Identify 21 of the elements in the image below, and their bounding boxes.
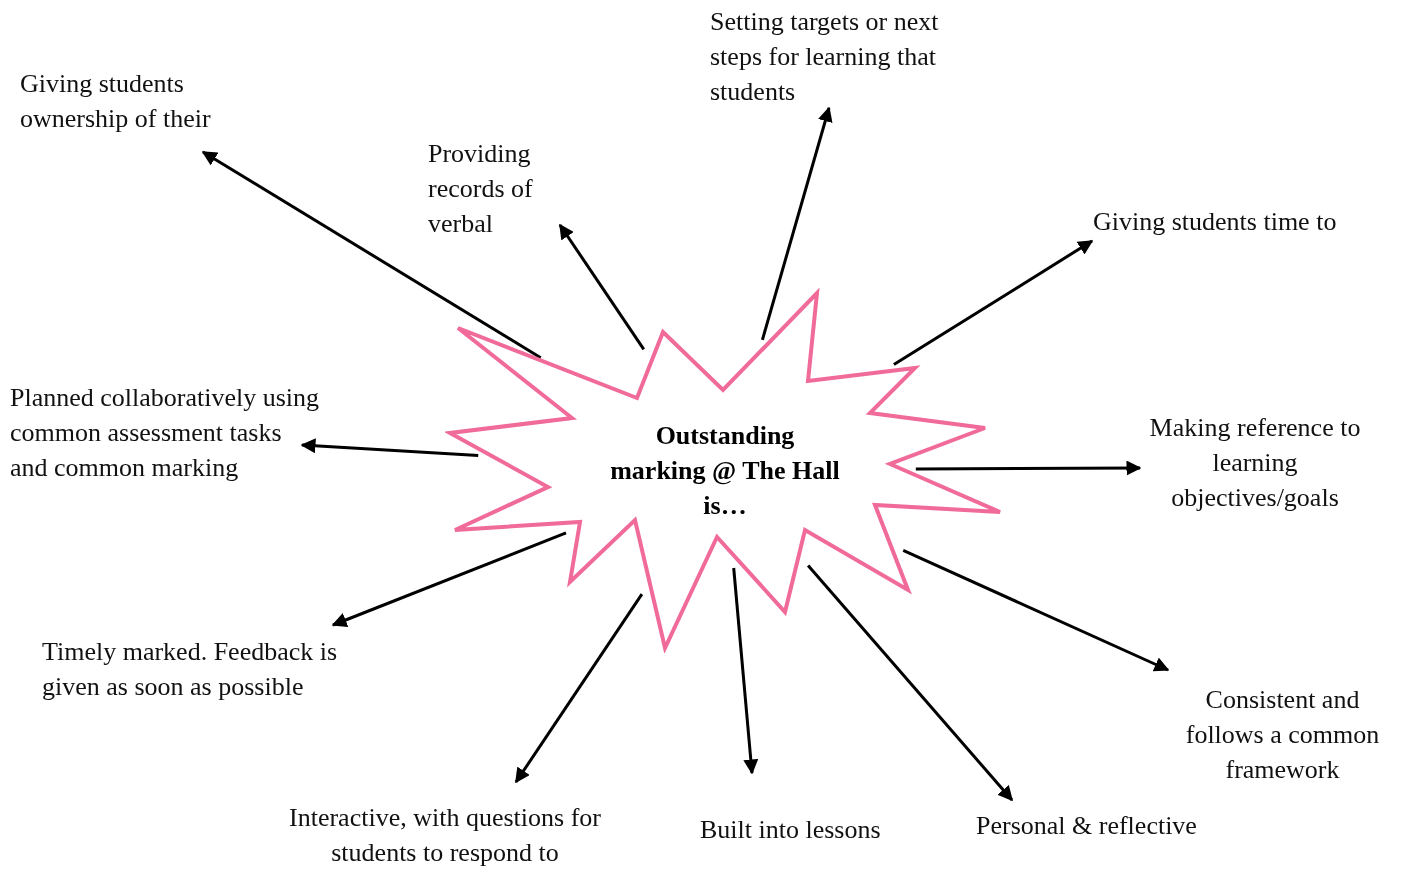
arrow bbox=[201, 150, 542, 359]
node-text: Providing records of verbal bbox=[428, 136, 578, 241]
arrow bbox=[732, 567, 759, 775]
node-text: Personal & reflective bbox=[976, 808, 1266, 843]
node-text: Giving students ownership of their bbox=[20, 66, 280, 136]
arrow bbox=[558, 223, 646, 351]
node-text: Consistent and follows a common framework bbox=[1175, 682, 1390, 787]
node-text: Interactive, with questions for students to respond to bbox=[250, 800, 640, 870]
arrow bbox=[806, 564, 1014, 802]
center-title: Outstanding marking @ The Hall is… bbox=[609, 420, 841, 522]
node-text: Making reference to learning objectives/goals bbox=[1140, 410, 1370, 515]
arrow bbox=[893, 239, 1094, 366]
node-text: Timely marked. Feedback is given as soon as possible bbox=[42, 634, 382, 704]
arrow bbox=[300, 438, 479, 457]
node-text: Giving students time to bbox=[1093, 204, 1413, 239]
node-text: Built into lessons bbox=[700, 812, 940, 847]
node-text: Setting targets or next steps for learning that students bbox=[710, 4, 960, 109]
arrow bbox=[760, 106, 833, 341]
node-text: Planned collaboratively using common assessment tasks and common marking bbox=[10, 380, 320, 485]
arrow bbox=[514, 593, 644, 784]
arrow bbox=[902, 549, 1170, 672]
